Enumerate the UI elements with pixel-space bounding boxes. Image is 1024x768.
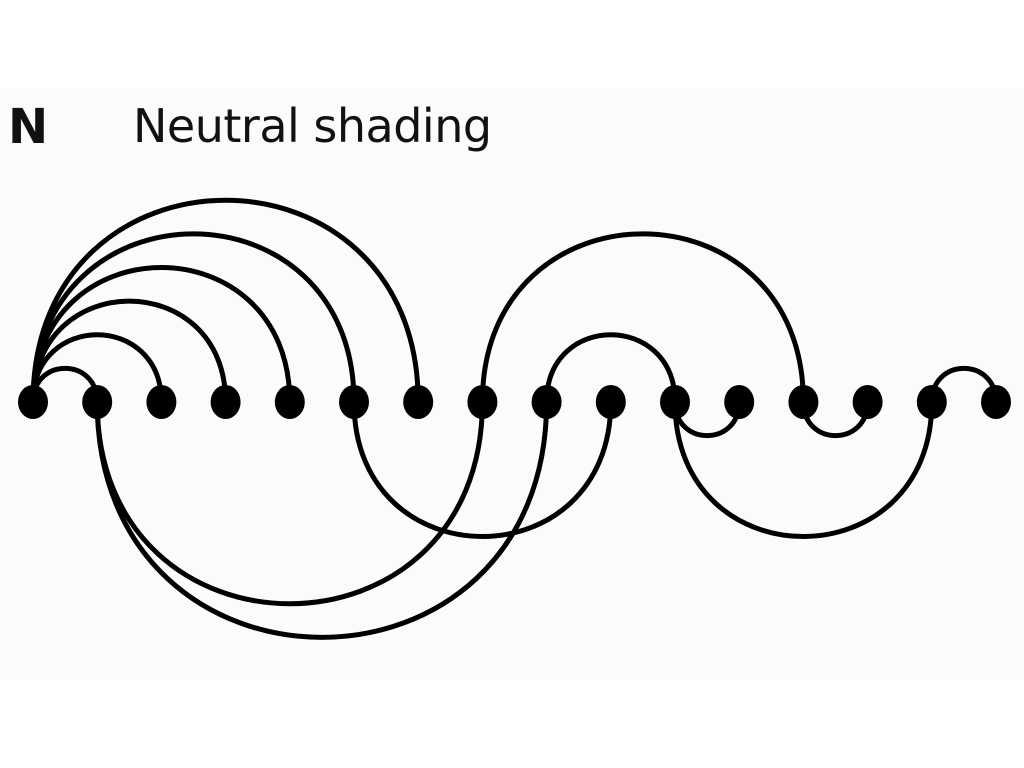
arc-above-0-6 (30, 197, 421, 405)
arc-above-8-10 (544, 332, 678, 405)
node-7 (467, 385, 498, 419)
arcs-below (94, 399, 935, 640)
node-4 (274, 385, 305, 419)
node-14 (916, 385, 947, 419)
node-0 (18, 385, 48, 419)
arc-above-0-4 (30, 265, 293, 405)
arc-below-1-7 (94, 399, 485, 607)
arcs-above (30, 197, 999, 405)
node-9 (595, 385, 626, 419)
node-15 (981, 385, 1011, 419)
node-2 (146, 385, 177, 419)
node-5 (339, 385, 369, 419)
node-1 (82, 385, 113, 419)
node-10 (660, 385, 690, 419)
arc-above-0-2 (30, 332, 164, 405)
arc-above-0-5 (30, 231, 357, 405)
arc-below-10-14 (672, 399, 935, 539)
node-11 (724, 385, 755, 419)
arc-above-7-12 (479, 231, 806, 405)
arc-below-1-8 (94, 399, 550, 640)
panel-title: Neutral shading (133, 99, 492, 153)
node-13 (852, 385, 883, 419)
nodes (18, 385, 1011, 419)
node-12 (788, 385, 819, 419)
arc-above-0-3 (30, 298, 229, 405)
panel-letter: N (8, 99, 49, 155)
node-6 (403, 385, 434, 419)
arc-below-5-9 (351, 399, 614, 539)
node-8 (531, 385, 562, 419)
node-3 (210, 385, 241, 419)
